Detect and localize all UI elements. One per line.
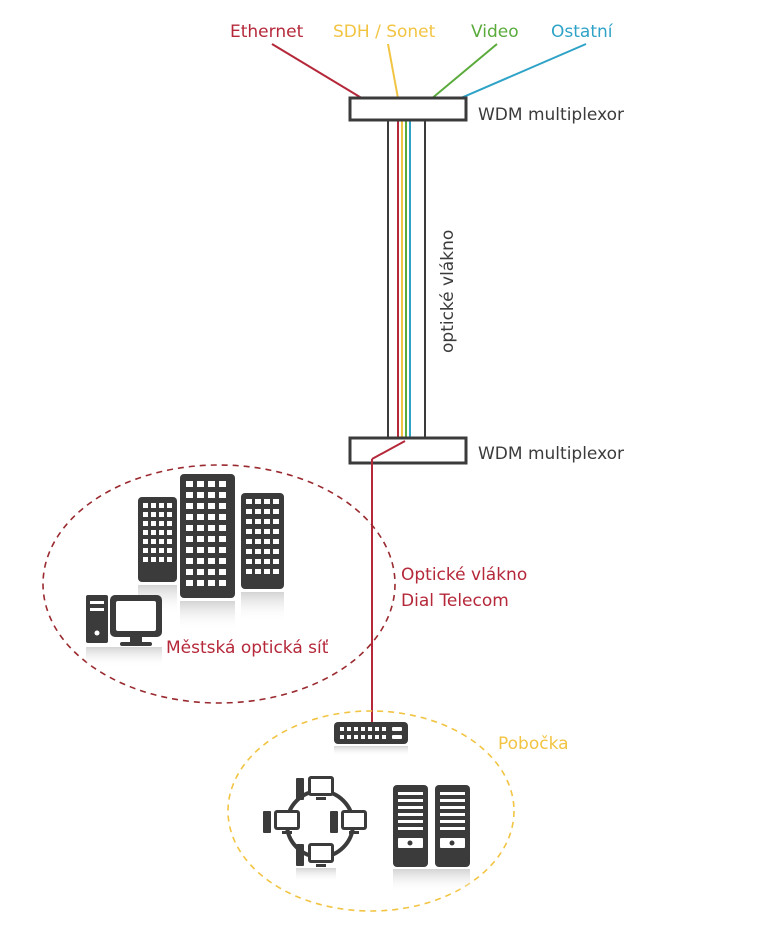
input-label-video: Video xyxy=(471,22,519,42)
server-rack-icon xyxy=(393,785,470,893)
mux-internal-link xyxy=(371,440,406,460)
ring-network-icon xyxy=(263,776,367,882)
fiber-label: optické vlákno xyxy=(438,230,458,353)
desktop-computer-icon xyxy=(86,595,162,667)
link-label-line1: Optické vlákno xyxy=(401,565,527,585)
input-label-ostatni: Ostatní xyxy=(551,22,614,42)
buildings-icon xyxy=(138,474,284,631)
branch-boundary xyxy=(227,710,515,912)
input-label-sdh: SDH / Sonet xyxy=(333,22,436,42)
branch-label: Pobočka xyxy=(498,734,569,754)
wdm-multiplexor-bottom xyxy=(348,436,468,465)
wdm-multiplexor-top xyxy=(348,96,468,122)
mux-top-label: WDM multiplexor xyxy=(478,105,624,125)
network-switch-icon xyxy=(334,722,408,756)
link-label-line2: Dial Telecom xyxy=(401,591,509,611)
fiber-tube xyxy=(387,120,426,438)
input-label-ethernet: Ethernet xyxy=(230,22,304,42)
metro-network-label: Městská optická síť xyxy=(166,638,329,658)
metro-network-boundary xyxy=(42,464,396,704)
mux-bottom-label: WDM multiplexor xyxy=(478,444,624,464)
